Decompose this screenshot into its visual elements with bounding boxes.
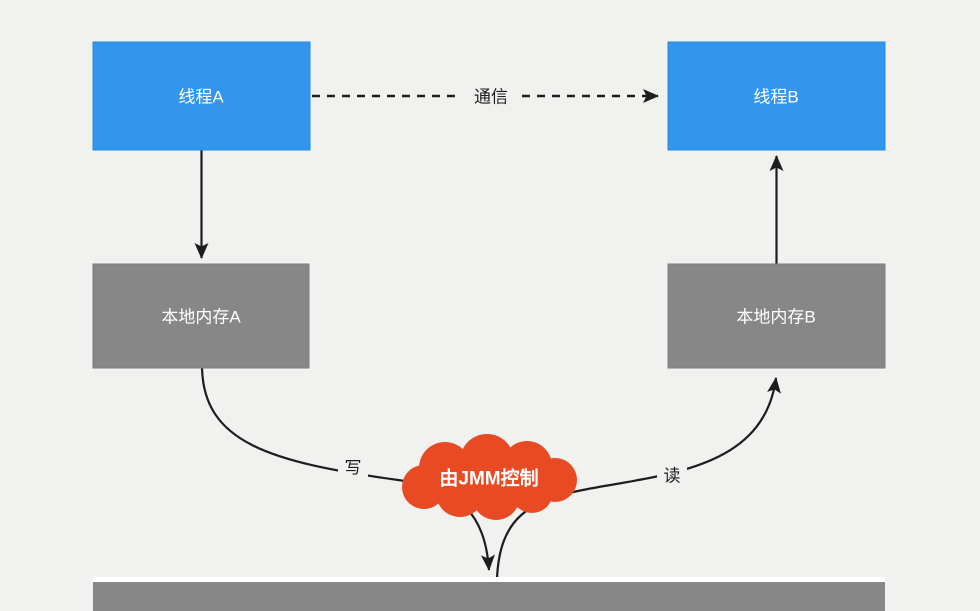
thread-a-box [92,41,311,151]
local-memory-a-label: 本地内存A [161,308,241,327]
jmm-cloud-body [435,460,545,502]
write-label-backdrop [338,452,368,482]
local-memory-a-box [92,263,310,369]
write-label: 写 [345,459,362,478]
read-edge [495,377,781,579]
write-edge [200,367,495,571]
jmm-cloud-label: 由JMM控制 [439,467,538,490]
communication-label-backdrop [460,80,522,112]
thread-b-label: 线程B [753,88,798,107]
local-memory-b-box [667,263,886,369]
main-memory-bar [93,582,885,611]
thread-a-label: 线程A [178,88,224,107]
main-memory-top-gap [93,577,885,582]
read-label-backdrop [657,460,687,490]
communication-label: 通信 [474,88,508,107]
local-memory-b-label: 本地内存B [736,308,815,327]
read-label: 读 [664,467,681,486]
jmm-cloud [402,434,577,520]
thread-b-box [667,41,886,151]
